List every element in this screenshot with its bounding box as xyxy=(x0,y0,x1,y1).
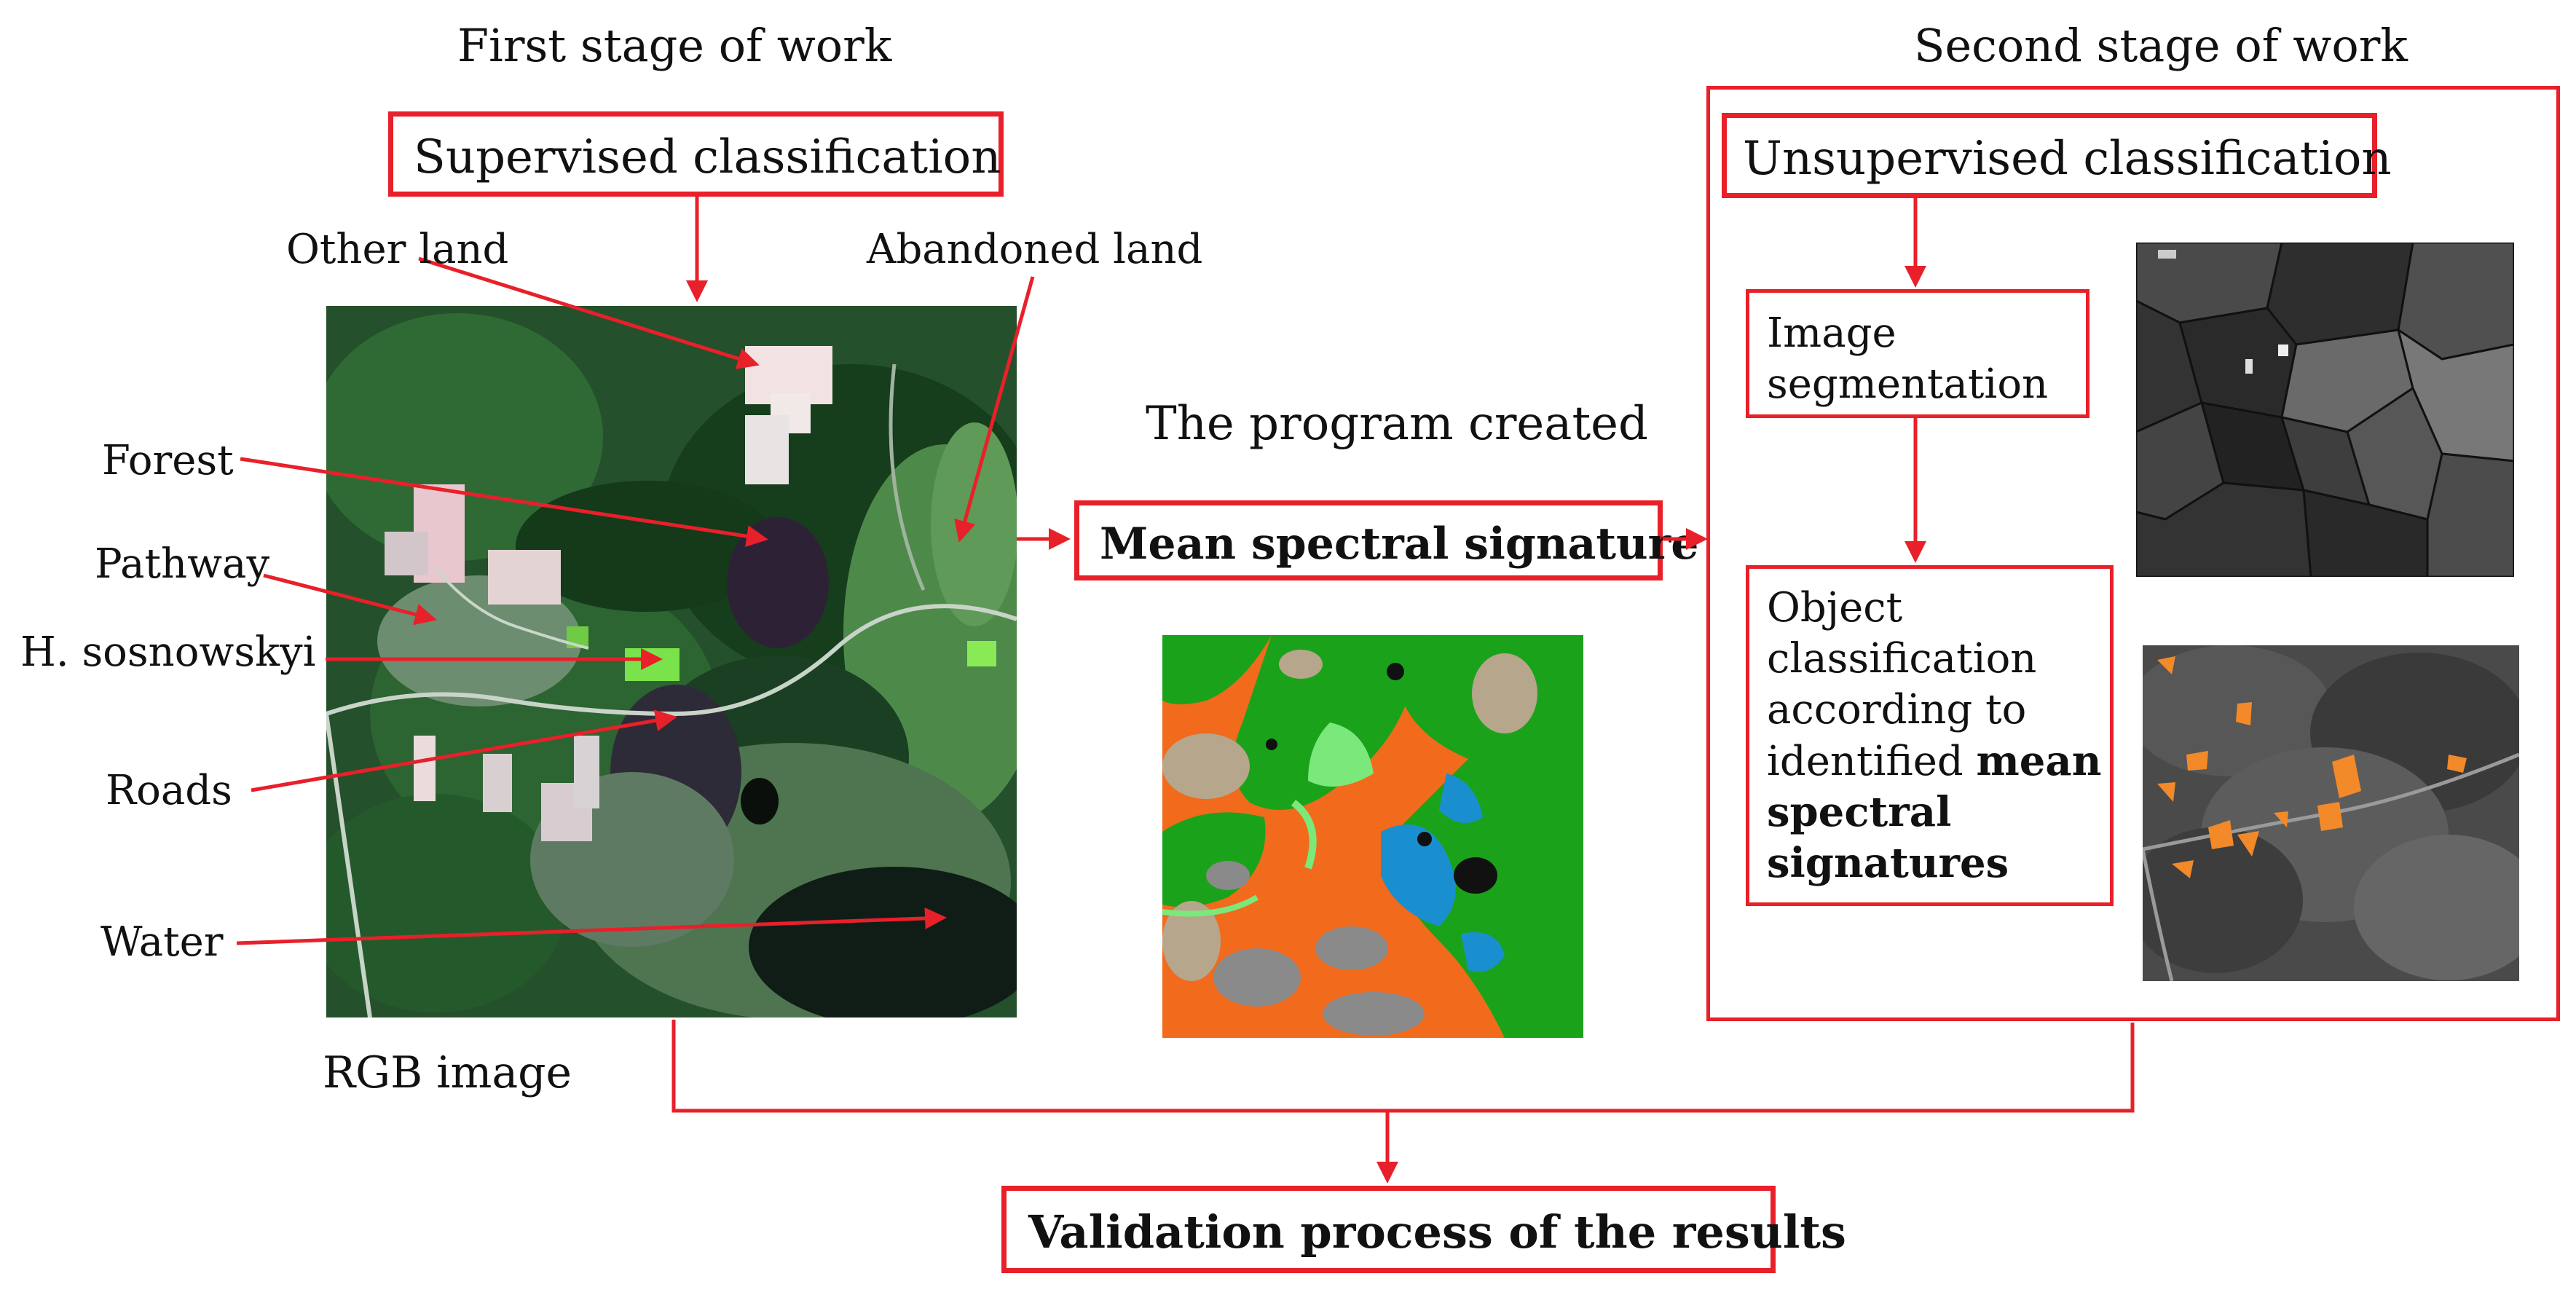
object-classification-graphic xyxy=(2143,645,2519,981)
label-abandoned-land: Abandoned land xyxy=(867,226,1203,273)
classified-map-image xyxy=(1162,635,1583,1038)
label-other-land: Other land xyxy=(286,226,509,273)
second-stage-title: Second stage of work xyxy=(1914,19,2408,72)
arrow-water xyxy=(236,907,947,945)
segmentation-image xyxy=(2136,243,2514,577)
unsupervised-classification-box: Unsupervised classification xyxy=(1722,113,2392,198)
validation-label: Validation process of the results xyxy=(1028,1205,1846,1259)
label-rgb-image: RGB image xyxy=(323,1047,572,1098)
object-line4-bold: mean xyxy=(1976,737,2102,785)
bracket-to-validation xyxy=(671,1020,2135,1113)
arrow-other-land xyxy=(418,256,760,369)
label-pathway: Pathway xyxy=(95,540,270,588)
label-water: Water xyxy=(101,918,224,966)
image-segmentation-box: Image segmentation xyxy=(1746,289,2089,418)
object-line2: classification xyxy=(1767,635,2037,682)
segmentation-line1: Image xyxy=(1767,310,1896,357)
supervised-classification-box: Supervised classification xyxy=(388,111,1004,197)
validation-box: Validation process of the results xyxy=(1001,1186,1846,1273)
object-line3: according to xyxy=(1767,686,2027,733)
mean-spectral-signature-label: Mean spectral signature xyxy=(1100,519,1699,570)
object-classification-image xyxy=(2143,645,2519,981)
object-classification-box: Object classification according to ident… xyxy=(1746,565,2114,906)
label-forest: Forest xyxy=(102,437,234,484)
first-stage-title: First stage of work xyxy=(457,19,892,72)
segmentation-graphic xyxy=(2136,243,2514,577)
mean-spectral-signature-box: Mean spectral signature xyxy=(1074,500,1698,580)
classified-map-graphic xyxy=(1162,635,1583,1038)
object-line6: signatures xyxy=(1767,839,2009,887)
arrow-abandoned-land xyxy=(954,276,1035,543)
object-line4: identified mean xyxy=(1767,741,2101,782)
object-line5: spectral xyxy=(1767,788,1952,836)
unsupervised-classification-label: Unsupervised classification xyxy=(1743,132,2392,186)
supervised-classification-label: Supervised classification xyxy=(414,130,1001,184)
arrow-roads xyxy=(251,709,677,792)
arrow-pathway xyxy=(263,573,437,626)
program-created-label: The program created xyxy=(1146,397,1648,451)
arrow-forest xyxy=(240,457,768,548)
object-line4-regular: identified xyxy=(1767,738,1977,785)
second-stage-frame xyxy=(1706,86,2560,1021)
label-roads: Roads xyxy=(106,767,232,814)
label-h-sosnowskyi: H. sosnowskyi xyxy=(20,629,316,676)
object-line1: Object xyxy=(1767,584,1903,631)
segmentation-line2: segmentation xyxy=(1767,361,2049,408)
